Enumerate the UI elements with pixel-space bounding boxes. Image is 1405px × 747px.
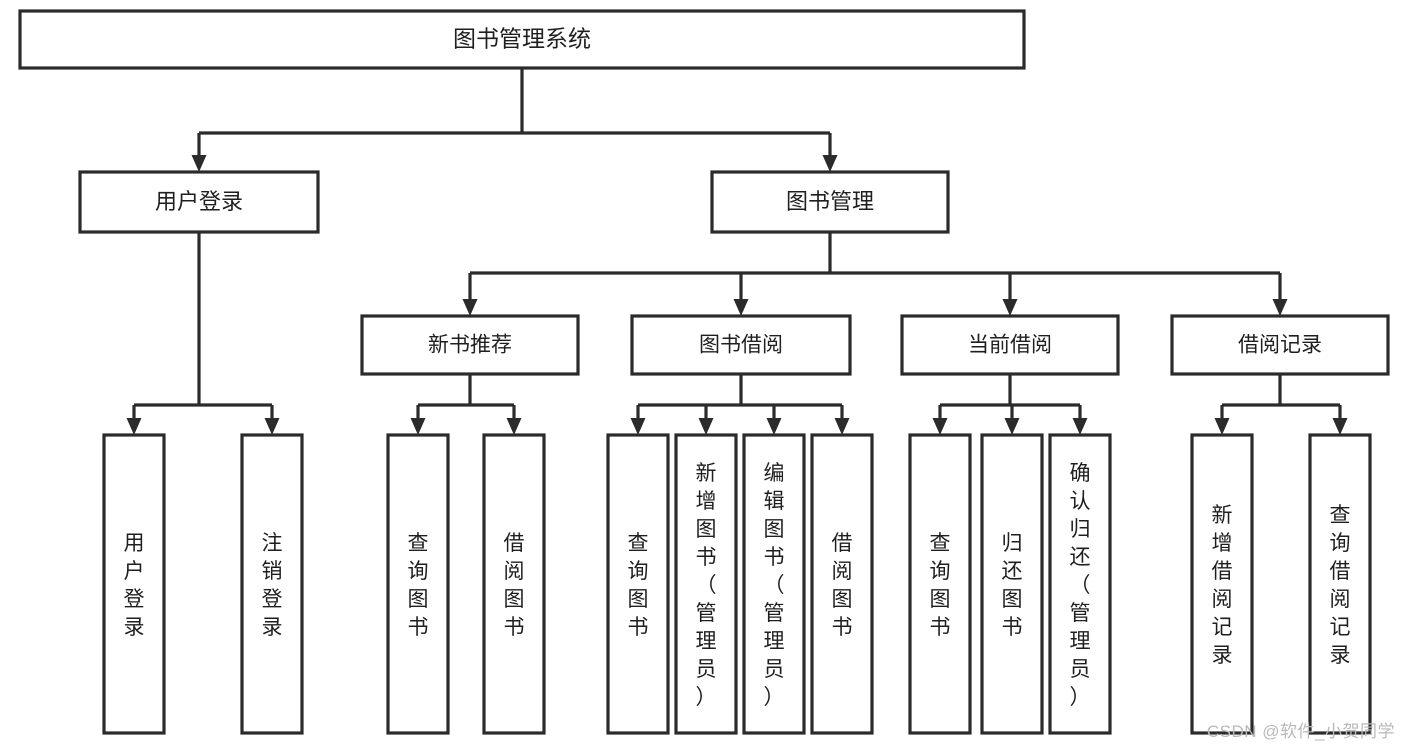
node-label: 用户登录 [124, 532, 145, 639]
node-box[interactable] [1170, 314, 1390, 376]
edge-arrowhead [932, 418, 948, 435]
edge-arrowhead [698, 418, 714, 435]
node-leaf-logout[interactable]: 注销登录 [240, 433, 304, 735]
node-label: 借阅记录 [1238, 334, 1322, 357]
edge-arrowhead [462, 299, 478, 316]
node-leaf-add-record[interactable]: 新增借阅记录 [1190, 433, 1254, 735]
node-box[interactable] [1190, 433, 1254, 735]
edge-arrowhead [1332, 418, 1348, 435]
edge-arrowhead [410, 418, 426, 435]
edge-arrowhead [1002, 299, 1018, 316]
node-book-borrow[interactable]: 图书借阅 [630, 314, 852, 376]
node-leaf-borrow-book-1[interactable]: 借阅图书 [482, 433, 546, 735]
node-label: 查询图书 [628, 532, 649, 639]
node-new-book-rec[interactable]: 新书推荐 [360, 314, 580, 376]
node-box[interactable] [102, 433, 166, 735]
node-box[interactable] [18, 9, 1026, 70]
node-current-borrow[interactable]: 当前借阅 [900, 314, 1120, 376]
node-box[interactable] [360, 314, 580, 376]
edge-arrowhead [1072, 418, 1088, 435]
node-box[interactable] [482, 433, 546, 735]
node-label: 归还图书 [1002, 532, 1023, 639]
node-leaf-query-book-2[interactable]: 查询图书 [606, 433, 670, 735]
nodes-layer: 图书管理系统用户登录图书管理新书推荐图书借阅当前借阅借阅记录用户登录注销登录查询… [18, 9, 1390, 735]
edge-arrowhead [1272, 299, 1288, 316]
node-borrow-record[interactable]: 借阅记录 [1170, 314, 1390, 376]
edge-arrowhead [191, 155, 207, 172]
node-label: 当前借阅 [968, 334, 1052, 357]
node-box[interactable] [630, 314, 852, 376]
node-label: 查询图书 [408, 532, 429, 639]
edges-layer [126, 68, 1348, 435]
node-box[interactable] [674, 433, 738, 735]
node-root[interactable]: 图书管理系统 [18, 9, 1026, 70]
node-label: 新增借阅记录 [1212, 504, 1233, 667]
edge-arrowhead [630, 418, 646, 435]
node-book-manage[interactable]: 图书管理 [710, 170, 950, 234]
node-label: 新书推荐 [428, 334, 512, 357]
node-label: 借阅图书 [504, 532, 525, 639]
node-box[interactable] [900, 314, 1120, 376]
node-label: 注销登录 [262, 532, 283, 639]
node-leaf-borrow-book-2[interactable]: 借阅图书 [810, 433, 874, 735]
edge-arrowhead [1004, 418, 1020, 435]
node-label: 图书借阅 [699, 334, 783, 357]
node-leaf-edit-book[interactable]: 编辑图书（管理员） [742, 433, 806, 735]
node-label: 图书管理 [786, 189, 874, 214]
node-leaf-return-book[interactable]: 归还图书 [980, 433, 1044, 735]
node-leaf-query-record[interactable]: 查询借阅记录 [1308, 433, 1372, 735]
edge-arrowhead [766, 418, 782, 435]
node-label: 编辑图书（管理员） [764, 462, 785, 709]
edge-arrowhead [506, 418, 522, 435]
node-box[interactable] [980, 433, 1044, 735]
edge-arrowhead [822, 155, 838, 172]
node-box[interactable] [78, 170, 320, 234]
edge-arrowhead [264, 418, 280, 435]
node-box[interactable] [1308, 433, 1372, 735]
edge-arrowhead [126, 418, 142, 435]
node-leaf-user-login[interactable]: 用户登录 [102, 433, 166, 735]
node-box[interactable] [810, 433, 874, 735]
node-box[interactable] [386, 433, 450, 735]
node-leaf-confirm-return[interactable]: 确认归还（管理员） [1048, 433, 1112, 735]
csdn-watermark: CSDN @软件_小贺同学 [1206, 722, 1395, 741]
node-box[interactable] [1048, 433, 1112, 735]
node-leaf-query-book-3[interactable]: 查询图书 [908, 433, 972, 735]
edge-arrowhead [1214, 418, 1230, 435]
node-label: 查询图书 [930, 532, 951, 639]
node-leaf-query-book-1[interactable]: 查询图书 [386, 433, 450, 735]
edge-arrowhead [733, 299, 749, 316]
node-box[interactable] [742, 433, 806, 735]
node-label: 借阅图书 [832, 532, 853, 639]
node-user-login[interactable]: 用户登录 [78, 170, 320, 234]
node-leaf-add-book[interactable]: 新增图书（管理员） [674, 433, 738, 735]
node-label: 确认归还（管理员） [1070, 462, 1091, 709]
node-box[interactable] [710, 170, 950, 234]
edge-arrowhead [834, 418, 850, 435]
node-box[interactable] [240, 433, 304, 735]
node-box[interactable] [606, 433, 670, 735]
node-label: 图书管理系统 [453, 26, 591, 52]
node-label: 查询借阅记录 [1330, 504, 1351, 667]
node-box[interactable] [908, 433, 972, 735]
node-label: 新增图书（管理员） [696, 462, 717, 709]
node-label: 用户登录 [155, 189, 243, 214]
